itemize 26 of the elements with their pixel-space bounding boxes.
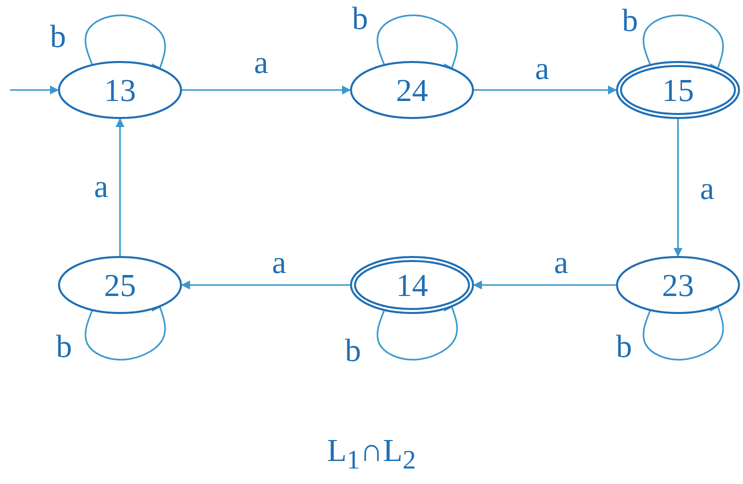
start-arrow: [10, 86, 59, 94]
state-label: 23: [661, 269, 695, 301]
state-label: 13: [103, 74, 137, 106]
arrow: [474, 86, 617, 94]
state-label: 25: [103, 269, 137, 301]
arrow: [473, 280, 616, 290]
state: [58, 61, 182, 119]
state: [616, 256, 740, 314]
state-label: 15: [661, 74, 695, 106]
accept-state: [616, 61, 740, 119]
arrow: [181, 280, 350, 290]
state: [58, 256, 182, 314]
self-loop-arrow: [84, 306, 167, 360]
self-loop-arrow: [642, 14, 725, 69]
accept-state: [350, 256, 474, 314]
arrow: [182, 86, 351, 94]
self-loop-arrow: [376, 14, 459, 69]
arrow: [674, 119, 682, 257]
arrow: [116, 118, 124, 256]
caption: L$_{1}$∩L$_{2}$: [327, 432, 416, 476]
self-loop-arrow: [376, 306, 459, 360]
self-loop-arrow: [642, 306, 725, 360]
state: [350, 61, 474, 119]
state-label: 24: [395, 74, 429, 106]
self-loop-arrow: [84, 14, 167, 69]
state-label: 14: [395, 269, 429, 301]
